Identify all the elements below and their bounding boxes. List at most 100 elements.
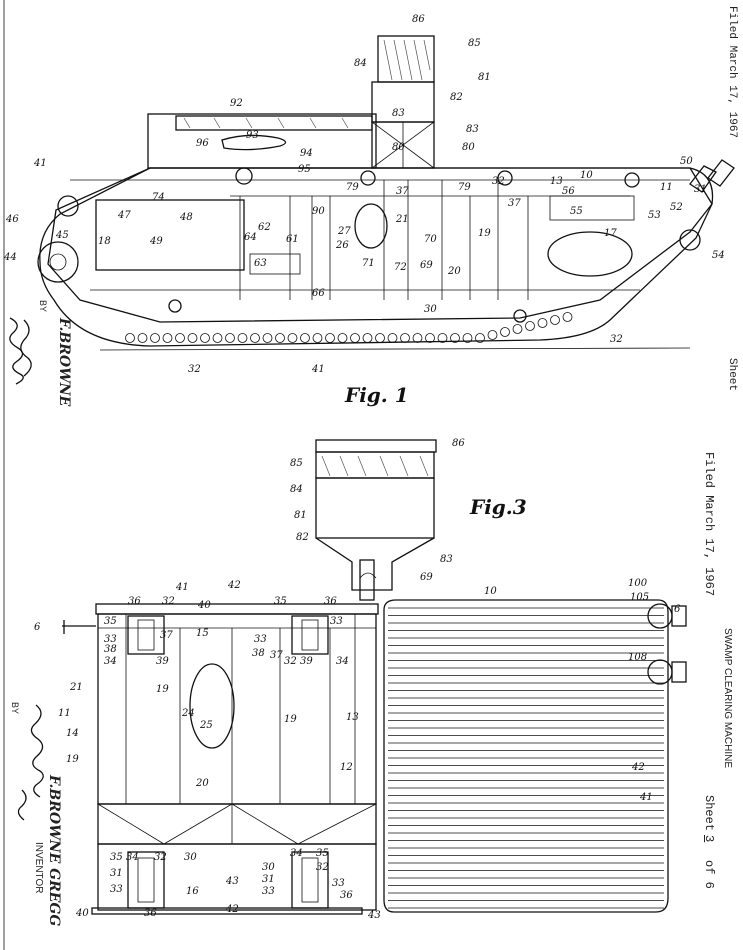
ref-numeral: 37 [396,186,409,197]
ref-numeral: 31 [262,874,275,885]
ref-numeral: 83 [440,554,453,565]
ref-numeral: 41 [639,792,653,803]
ref-numeral: 54 [712,250,725,261]
ref-numeral: 85 [468,38,481,49]
ref-numeral: 50 [680,156,693,167]
ref-numeral: 80 [462,142,475,153]
ref-numeral: 33 [330,616,343,627]
ref-numeral: 40 [75,908,89,919]
ref-numeral: 100 [628,578,648,589]
ref-numeral: 41 [33,158,47,169]
ref-numeral: 42 [631,762,645,773]
ref-numeral: 69 [420,260,433,271]
ref-numeral: 37 [160,630,173,641]
ref-numeral: 79 [458,182,471,193]
ref-numeral: 41 [175,582,189,593]
ref-numeral: 21 [69,682,83,693]
ref-numeral: 72 [394,262,407,273]
ref-numeral: 32 [316,862,329,873]
ref-numeral: 19 [284,714,297,725]
ref-numeral: 108 [628,652,647,663]
ref-numeral: 20 [195,778,209,789]
ref-numeral: 42 [227,580,241,591]
ref-numeral: 81 [478,72,491,83]
ref-numeral: 48 [179,212,193,223]
ref-numeral: 70 [424,234,437,245]
ref-numeral: 33 [262,886,275,897]
ref-numeral: 6 [674,604,681,615]
ref-numeral: 18 [98,236,111,247]
ref-numeral: 43 [225,876,239,887]
ref-numeral: 39 [300,656,313,667]
ref-numeral: 36 [144,908,157,919]
ref-numeral: 32 [284,656,297,667]
ref-numeral: 32 [610,334,623,345]
ref-numeral: 63 [254,258,267,269]
ref-numeral: 105 [630,592,649,603]
ref-numeral: 92 [230,98,243,109]
ref-numeral: 36 [128,596,141,607]
ref-numeral: 74 [152,192,165,203]
ref-numeral: 19 [66,754,79,765]
ref-numeral: 21 [395,214,409,225]
ref-numeral: 82 [296,532,309,543]
ref-numeral: 30 [262,862,275,873]
ref-numeral: 35 [104,616,117,627]
ref-numeral: 20 [447,266,461,277]
ref-numeral: 24 [181,708,195,719]
ref-numeral: 14 [66,728,79,739]
signature-top [9,317,32,385]
ref-numeral: 93 [246,130,259,141]
ref-numeral: 32 [188,364,201,375]
ref-numeral: 31 [110,868,123,879]
ref-numeral: 32 [162,596,175,607]
ref-numeral: 79 [346,182,359,193]
ref-numeral: 90 [312,206,325,217]
ref-numeral: 33 [110,884,123,895]
ref-numeral: 86 [452,438,465,449]
ref-numeral: 26 [335,240,349,251]
ref-numeral: 13 [346,712,359,723]
ref-numeral: 38 [104,644,117,655]
ref-numeral: 53 [648,210,661,221]
ref-numeral: 35 [316,848,329,859]
ref-numeral: 35 [110,852,123,863]
ref-numeral: 37 [508,198,521,209]
ref-numeral: 34 [336,656,349,667]
ref-numeral: 34 [104,656,117,667]
ref-numeral: 27 [337,226,351,237]
ref-numeral: 6 [34,622,41,633]
ref-numeral: 32 [492,176,505,187]
ref-numeral: 30 [184,852,197,863]
ref-numeral: 56 [562,186,575,197]
ref-numeral: 45 [55,230,69,241]
ref-numeral: 36 [324,596,337,607]
ref-numeral: 12 [340,762,353,773]
ref-numeral: 11 [58,708,71,719]
ref-numeral: 38 [252,648,265,659]
ref-numeral: 52 [670,202,683,213]
ref-numeral: 82 [450,92,463,103]
ref-numeral: 44 [3,252,17,263]
ref-numeral: 33 [104,634,117,645]
ref-numeral: 84 [354,58,367,69]
ref-numeral: 41 [311,364,325,375]
ref-numeral: 10 [580,170,593,181]
ref-numeral: 49 [149,236,163,247]
ref-numeral: 16 [186,886,199,897]
ref-numeral: 94 [300,148,313,159]
ref-numeral: 37 [270,650,283,661]
figure-3-top-view [62,439,687,915]
ref-numeral: 69 [420,572,433,583]
ref-numeral: 19 [478,228,491,239]
ref-numeral: 71 [362,258,375,269]
ref-numeral: 13 [550,176,563,187]
ref-numeral: 10 [484,586,497,597]
ref-numeral: 31 [694,184,707,195]
ref-numeral: 83 [392,108,405,119]
ref-numeral: 19 [156,684,169,695]
